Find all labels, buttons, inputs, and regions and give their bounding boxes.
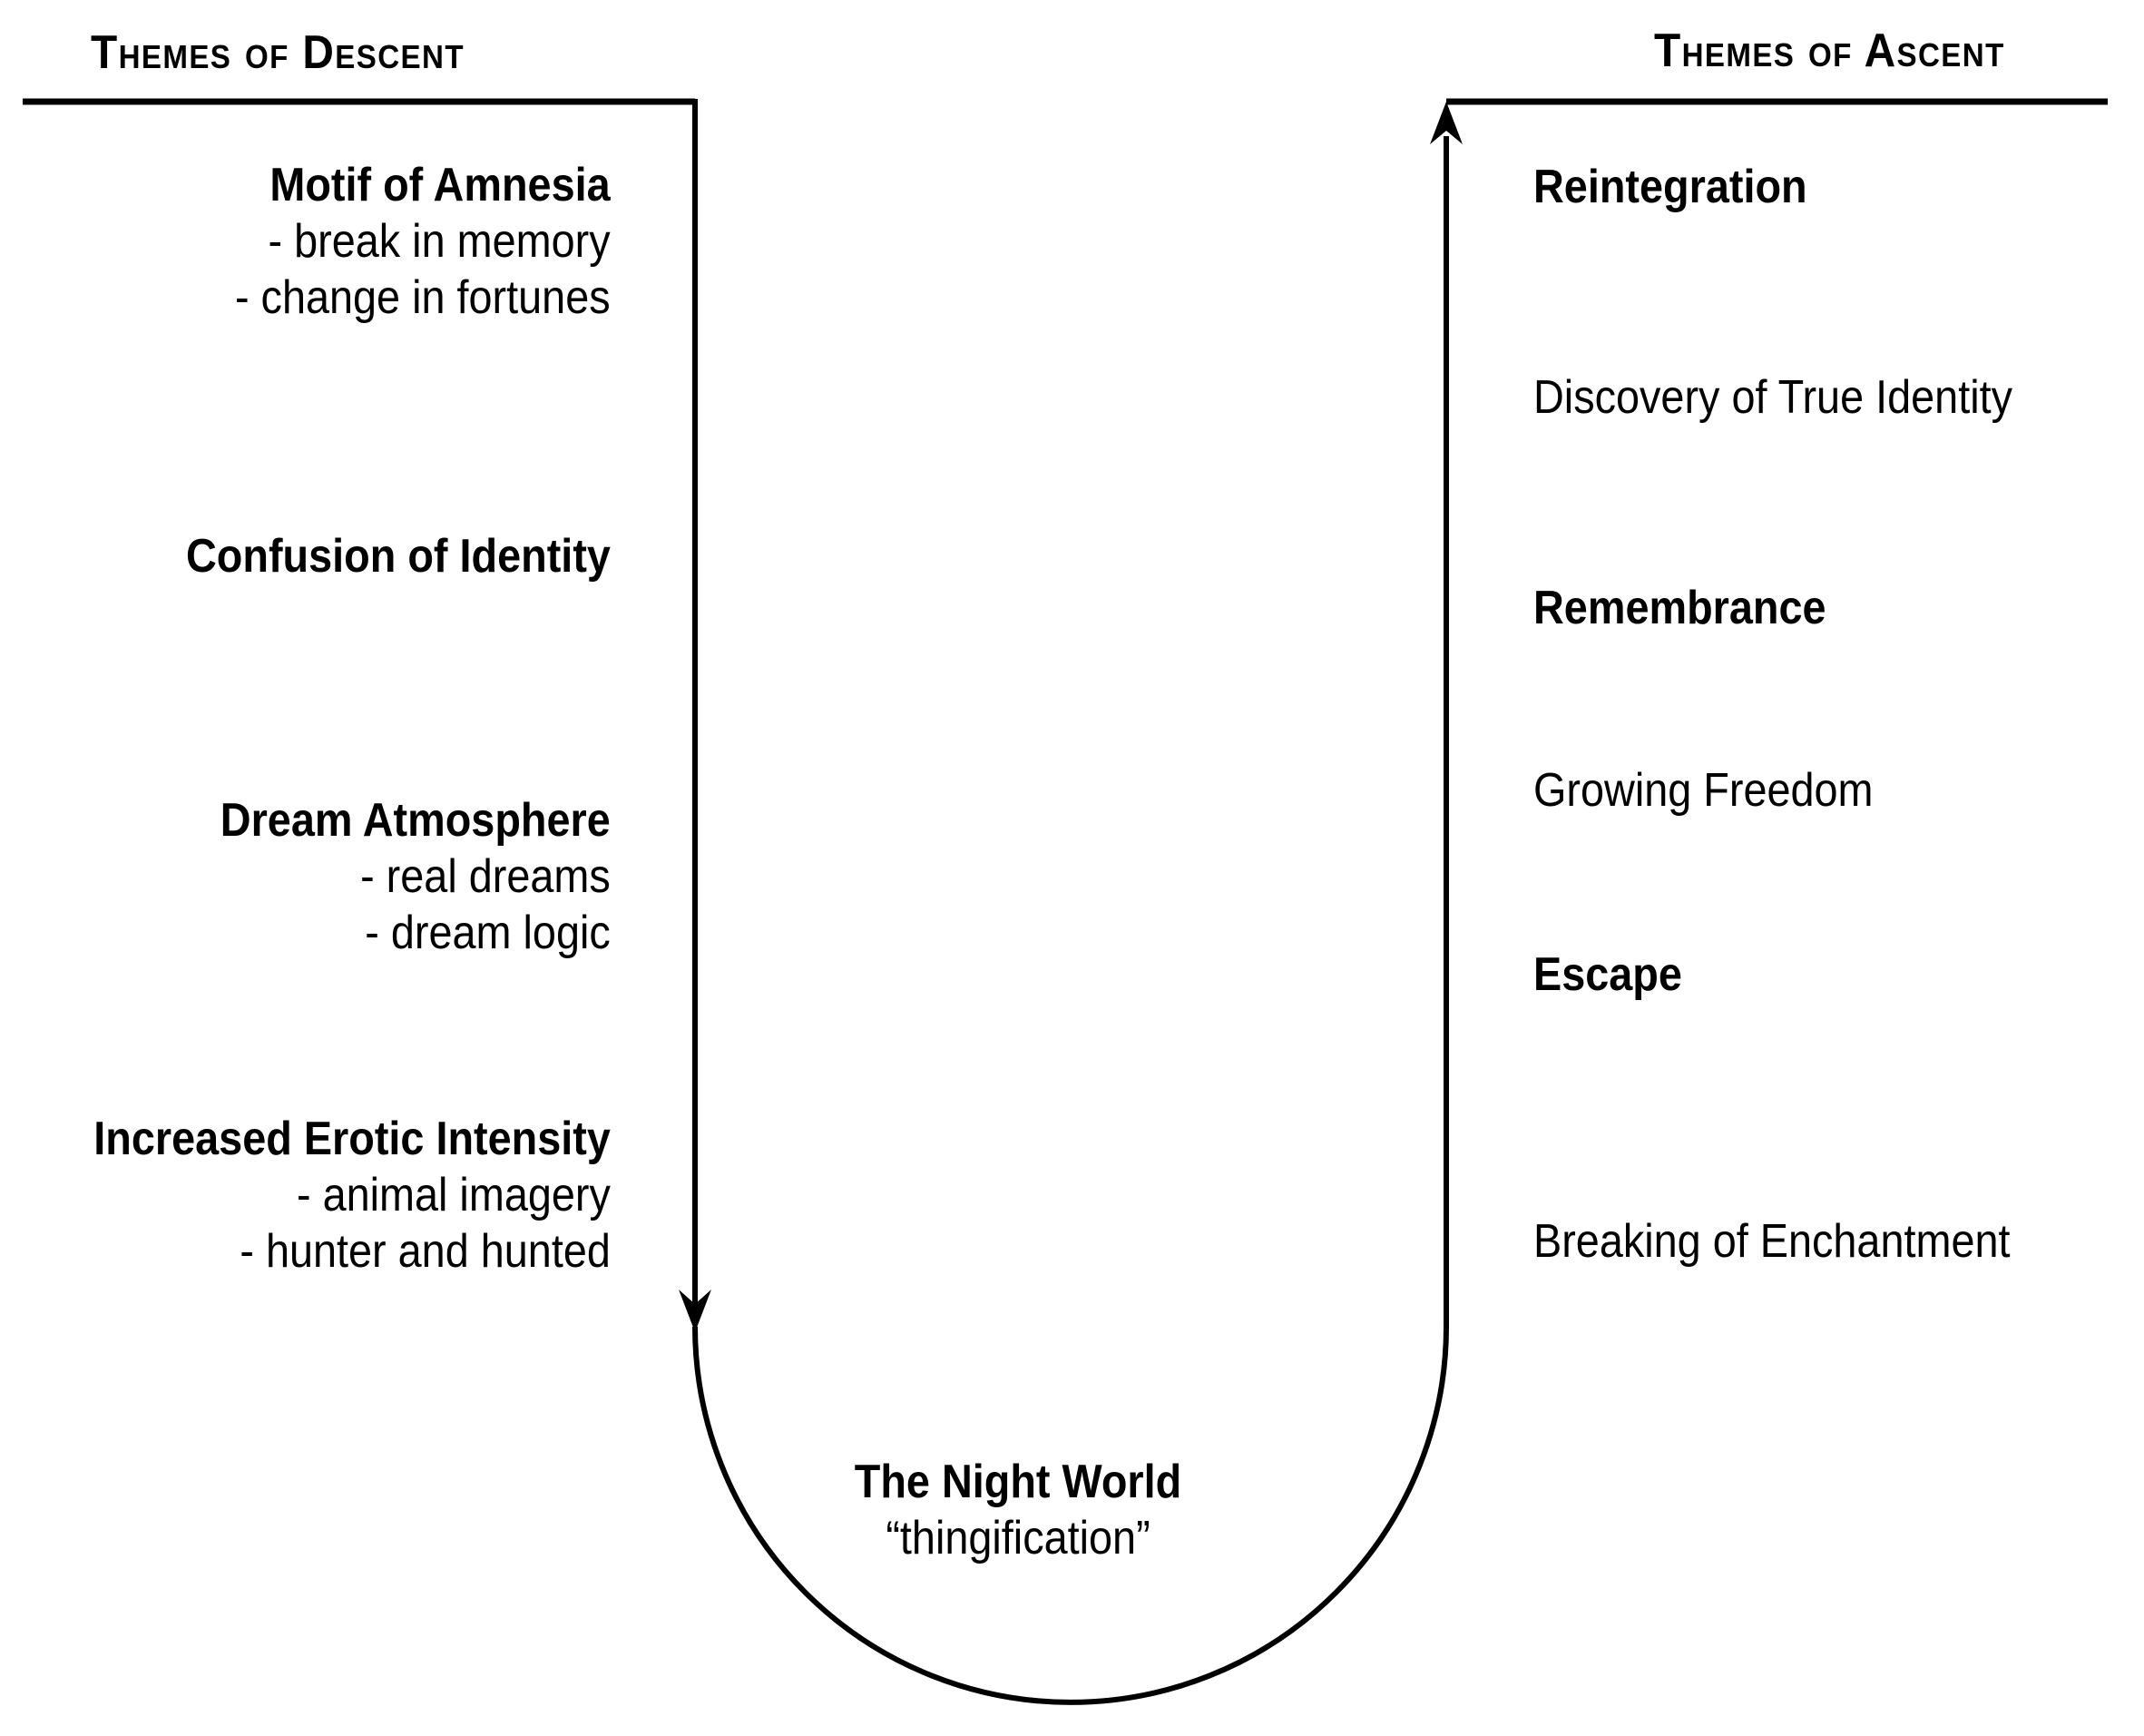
descent-item-title: Dream Atmosphere [220, 794, 611, 847]
night-world-title: The Night World [854, 1456, 1182, 1508]
descent-item-detail: - change in fortunes [235, 271, 611, 324]
descent-item-detail: - real dreams [360, 850, 611, 903]
ascent-item-label: Remembrance [1533, 582, 1826, 634]
night-world-curve [692, 1326, 1449, 1705]
descent-item-detail: - hunter and hunted [240, 1225, 611, 1278]
ascent-item-label: Growing Freedom [1533, 764, 1874, 817]
descent-item-detail: - break in memory [268, 215, 611, 268]
ascent-item-label: Escape [1533, 948, 1682, 1001]
ascent-item-escape: Escape [1533, 946, 1682, 1003]
descent-item-title: Confusion of Identity [186, 530, 611, 583]
descent-item-detail: - dream logic [365, 907, 611, 959]
descent-column-title: Themes of Descent [91, 26, 465, 79]
ascent-item-remembrance: Remembrance [1533, 580, 1826, 636]
ascent-item-label: Breaking of Enchantment [1533, 1215, 2011, 1268]
descent-item-dream-atmosphere: Dream Atmosphere - real dreams - dream l… [220, 792, 611, 961]
ascent-column-title: Themes of Ascent [1654, 25, 2005, 77]
ascent-item-reintegration: Reintegration [1533, 159, 1807, 215]
ascent-item-label: Discovery of True Identity [1533, 371, 2013, 424]
night-world-label: The Night World “thingification” [732, 1454, 1304, 1566]
descent-item-increased-erotic-intensity: Increased Erotic Intensity - animal imag… [93, 1111, 611, 1280]
ascent-item-label: Reintegration [1533, 161, 1807, 213]
arrow-down-icon [679, 1290, 711, 1332]
descent-item-title: Motif of Amnesia [269, 159, 611, 211]
ascent-item-discovery-of-true-identity: Discovery of True Identity [1533, 369, 2012, 426]
descent-item-confusion-of-identity: Confusion of Identity [186, 528, 611, 584]
ascent-item-breaking-of-enchantment: Breaking of Enchantment [1533, 1213, 2011, 1270]
descent-item-title: Increased Erotic Intensity [93, 1113, 611, 1165]
descent-item-detail: - animal imagery [297, 1169, 611, 1221]
descent-item-motif-of-amnesia: Motif of Amnesia - break in memory - cha… [235, 157, 611, 326]
night-world-subtitle: “thingification” [886, 1512, 1150, 1564]
arrow-up-icon [1430, 102, 1463, 144]
ascent-item-growing-freedom: Growing Freedom [1533, 762, 1874, 819]
